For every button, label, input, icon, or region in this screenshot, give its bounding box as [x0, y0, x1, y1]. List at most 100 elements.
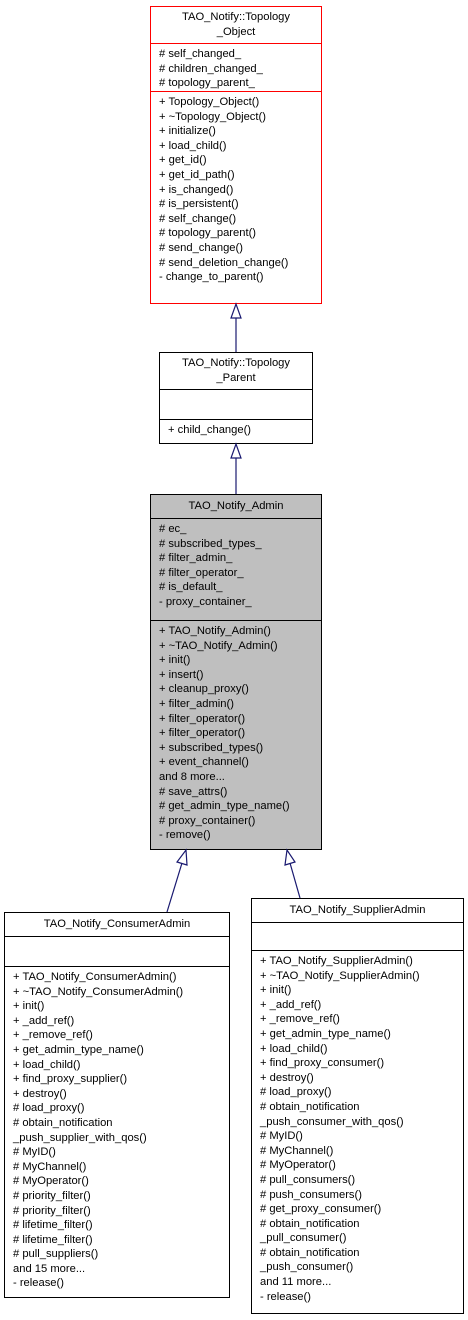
method: + init() [159, 654, 191, 667]
method: + ~TAO_Notify_Admin() [159, 639, 278, 652]
method: # MyChannel() [260, 1144, 334, 1157]
attribute: # topology_parent_ [159, 77, 255, 90]
method: and 11 more... [260, 1276, 332, 1289]
method: - remove() [159, 829, 211, 842]
method: + get_id_path() [159, 168, 235, 181]
method: + Topology_Object() [159, 96, 260, 108]
class-supplier-admin[interactable]: TAO_Notify_SupplierAdmin + TAO_Notify_Su… [251, 898, 464, 1314]
class-notify-admin[interactable]: TAO_Notify_Admin # ec_ # subscribed_type… [150, 494, 322, 850]
method: + TAO_Notify_ConsumerAdmin() [13, 971, 177, 983]
method: + find_proxy_supplier() [13, 1073, 128, 1086]
method: + cleanup_proxy() [159, 683, 249, 696]
inheritance-edge-supplier-to-admin [289, 862, 301, 899]
method: + event_channel() [159, 756, 249, 769]
method: + is_changed() [159, 183, 234, 196]
class-title: TAO_Notify::Topology _Object [182, 11, 290, 38]
method: # priority_filter() [13, 1189, 91, 1202]
method: - release() [13, 1277, 64, 1290]
method: # MyOperator() [13, 1175, 89, 1188]
method: # pull_consumers() [260, 1173, 356, 1186]
attribute: # self_changed_ [159, 48, 242, 60]
method: + TAO_Notify_Admin() [159, 625, 271, 637]
method: # obtain_notification _push_supplier_wit… [13, 1116, 147, 1144]
method: + ~TAO_Notify_ConsumerAdmin() [13, 985, 184, 998]
method: # MyOperator() [260, 1159, 336, 1172]
method: + get_admin_type_name() [260, 1027, 391, 1040]
method: # proxy_container() [159, 814, 256, 827]
class-title: TAO_Notify_SupplierAdmin [289, 904, 426, 916]
inheritance-arrowhead [230, 442, 242, 459]
attribute: # filter_admin_ [159, 552, 233, 565]
class-title: TAO_Notify::Topology _Parent [182, 357, 290, 384]
inheritance-arrowhead [284, 848, 296, 866]
method: # priority_filter() [13, 1204, 91, 1217]
method: + filter_admin() [159, 697, 234, 710]
method: + ~TAO_Notify_SupplierAdmin() [260, 969, 420, 982]
attribute: # ec_ [159, 523, 187, 535]
class-title: TAO_Notify_ConsumerAdmin [43, 918, 191, 930]
method: # topology_parent() [159, 227, 257, 240]
method: + filter_operator() [159, 712, 246, 725]
attribute: # children_changed_ [159, 62, 263, 75]
method: + TAO_Notify_SupplierAdmin() [260, 955, 413, 967]
attribute: - proxy_container_ [159, 595, 252, 608]
method: + get_admin_type_name() [13, 1043, 144, 1056]
method: + _remove_ref() [260, 1013, 340, 1026]
method: + find_proxy_consumer() [260, 1057, 385, 1070]
attributes-section [160, 389, 312, 419]
method: # MyChannel() [13, 1160, 87, 1173]
method: # send_change() [159, 241, 243, 254]
method: + load_child() [260, 1042, 328, 1055]
method: # pull_suppliers() [13, 1248, 99, 1261]
method: # obtain_notification _pull_consumer() [260, 1217, 360, 1245]
method: - change_to_parent() [159, 271, 264, 284]
methods-section: + TAO_Notify_Admin() + ~TAO_Notify_Admin… [151, 620, 321, 846]
method: + load_child() [13, 1058, 81, 1071]
methods-section: + Topology_Object() + ~Topology_Object()… [151, 91, 321, 288]
method: # lifetime_filter() [13, 1233, 93, 1246]
attributes-section [5, 936, 229, 966]
method: # get_admin_type_name() [159, 800, 290, 813]
attributes-section [252, 922, 463, 950]
method: + init() [260, 984, 292, 997]
methods-section: + TAO_Notify_SupplierAdmin() + ~TAO_Noti… [252, 950, 463, 1307]
class-topology-object[interactable]: TAO_Notify::Topology _Object # self_chan… [150, 6, 322, 304]
attribute: # subscribed_types_ [159, 537, 262, 550]
methods-section: + child_change() [160, 419, 312, 441]
method: + get_id() [159, 154, 207, 167]
method: # push_consumers() [260, 1188, 362, 1201]
class-topology-parent[interactable]: TAO_Notify::Topology _Parent + child_cha… [159, 352, 313, 444]
method: # MyID() [260, 1130, 303, 1143]
inheritance-arrowhead [176, 848, 188, 866]
method: + destroy() [260, 1071, 314, 1084]
method: + subscribed_types() [159, 741, 264, 754]
method: + init() [13, 1000, 45, 1013]
method: # get_proxy_consumer() [260, 1203, 382, 1216]
methods-section: + TAO_Notify_ConsumerAdmin() + ~TAO_Noti… [5, 966, 229, 1294]
attributes-section: # ec_ # subscribed_types_ # filter_admin… [151, 518, 321, 620]
attribute: # filter_operator_ [159, 566, 244, 579]
method: + _add_ref() [13, 1014, 75, 1027]
attributes-section: # self_changed_ # children_changed_ # to… [151, 43, 321, 91]
method: + _add_ref() [260, 998, 322, 1011]
method: and 8 more... [159, 770, 225, 783]
inheritance-arrowhead [230, 302, 242, 319]
method: # save_attrs() [159, 785, 228, 798]
inheritance-edge-consumer-to-admin [166, 862, 183, 913]
method: and 15 more... [13, 1262, 86, 1275]
method: + child_change() [168, 424, 252, 436]
method: # load_proxy() [260, 1086, 332, 1099]
method: + filter_operator() [159, 727, 246, 740]
class-title: TAO_Notify_Admin [188, 500, 284, 512]
method: + initialize() [159, 125, 216, 138]
method: # obtain_notification _push_consumer_wit… [260, 1100, 404, 1128]
method: + _remove_ref() [13, 1029, 93, 1042]
method: # load_proxy() [13, 1102, 85, 1115]
class-consumer-admin[interactable]: TAO_Notify_ConsumerAdmin + TAO_Notify_Co… [4, 912, 230, 1298]
method: + destroy() [13, 1087, 67, 1100]
method: # send_deletion_change() [159, 256, 289, 269]
method: # self_change() [159, 212, 237, 225]
method: # is_persistent() [159, 198, 239, 211]
method: - release() [260, 1290, 311, 1303]
